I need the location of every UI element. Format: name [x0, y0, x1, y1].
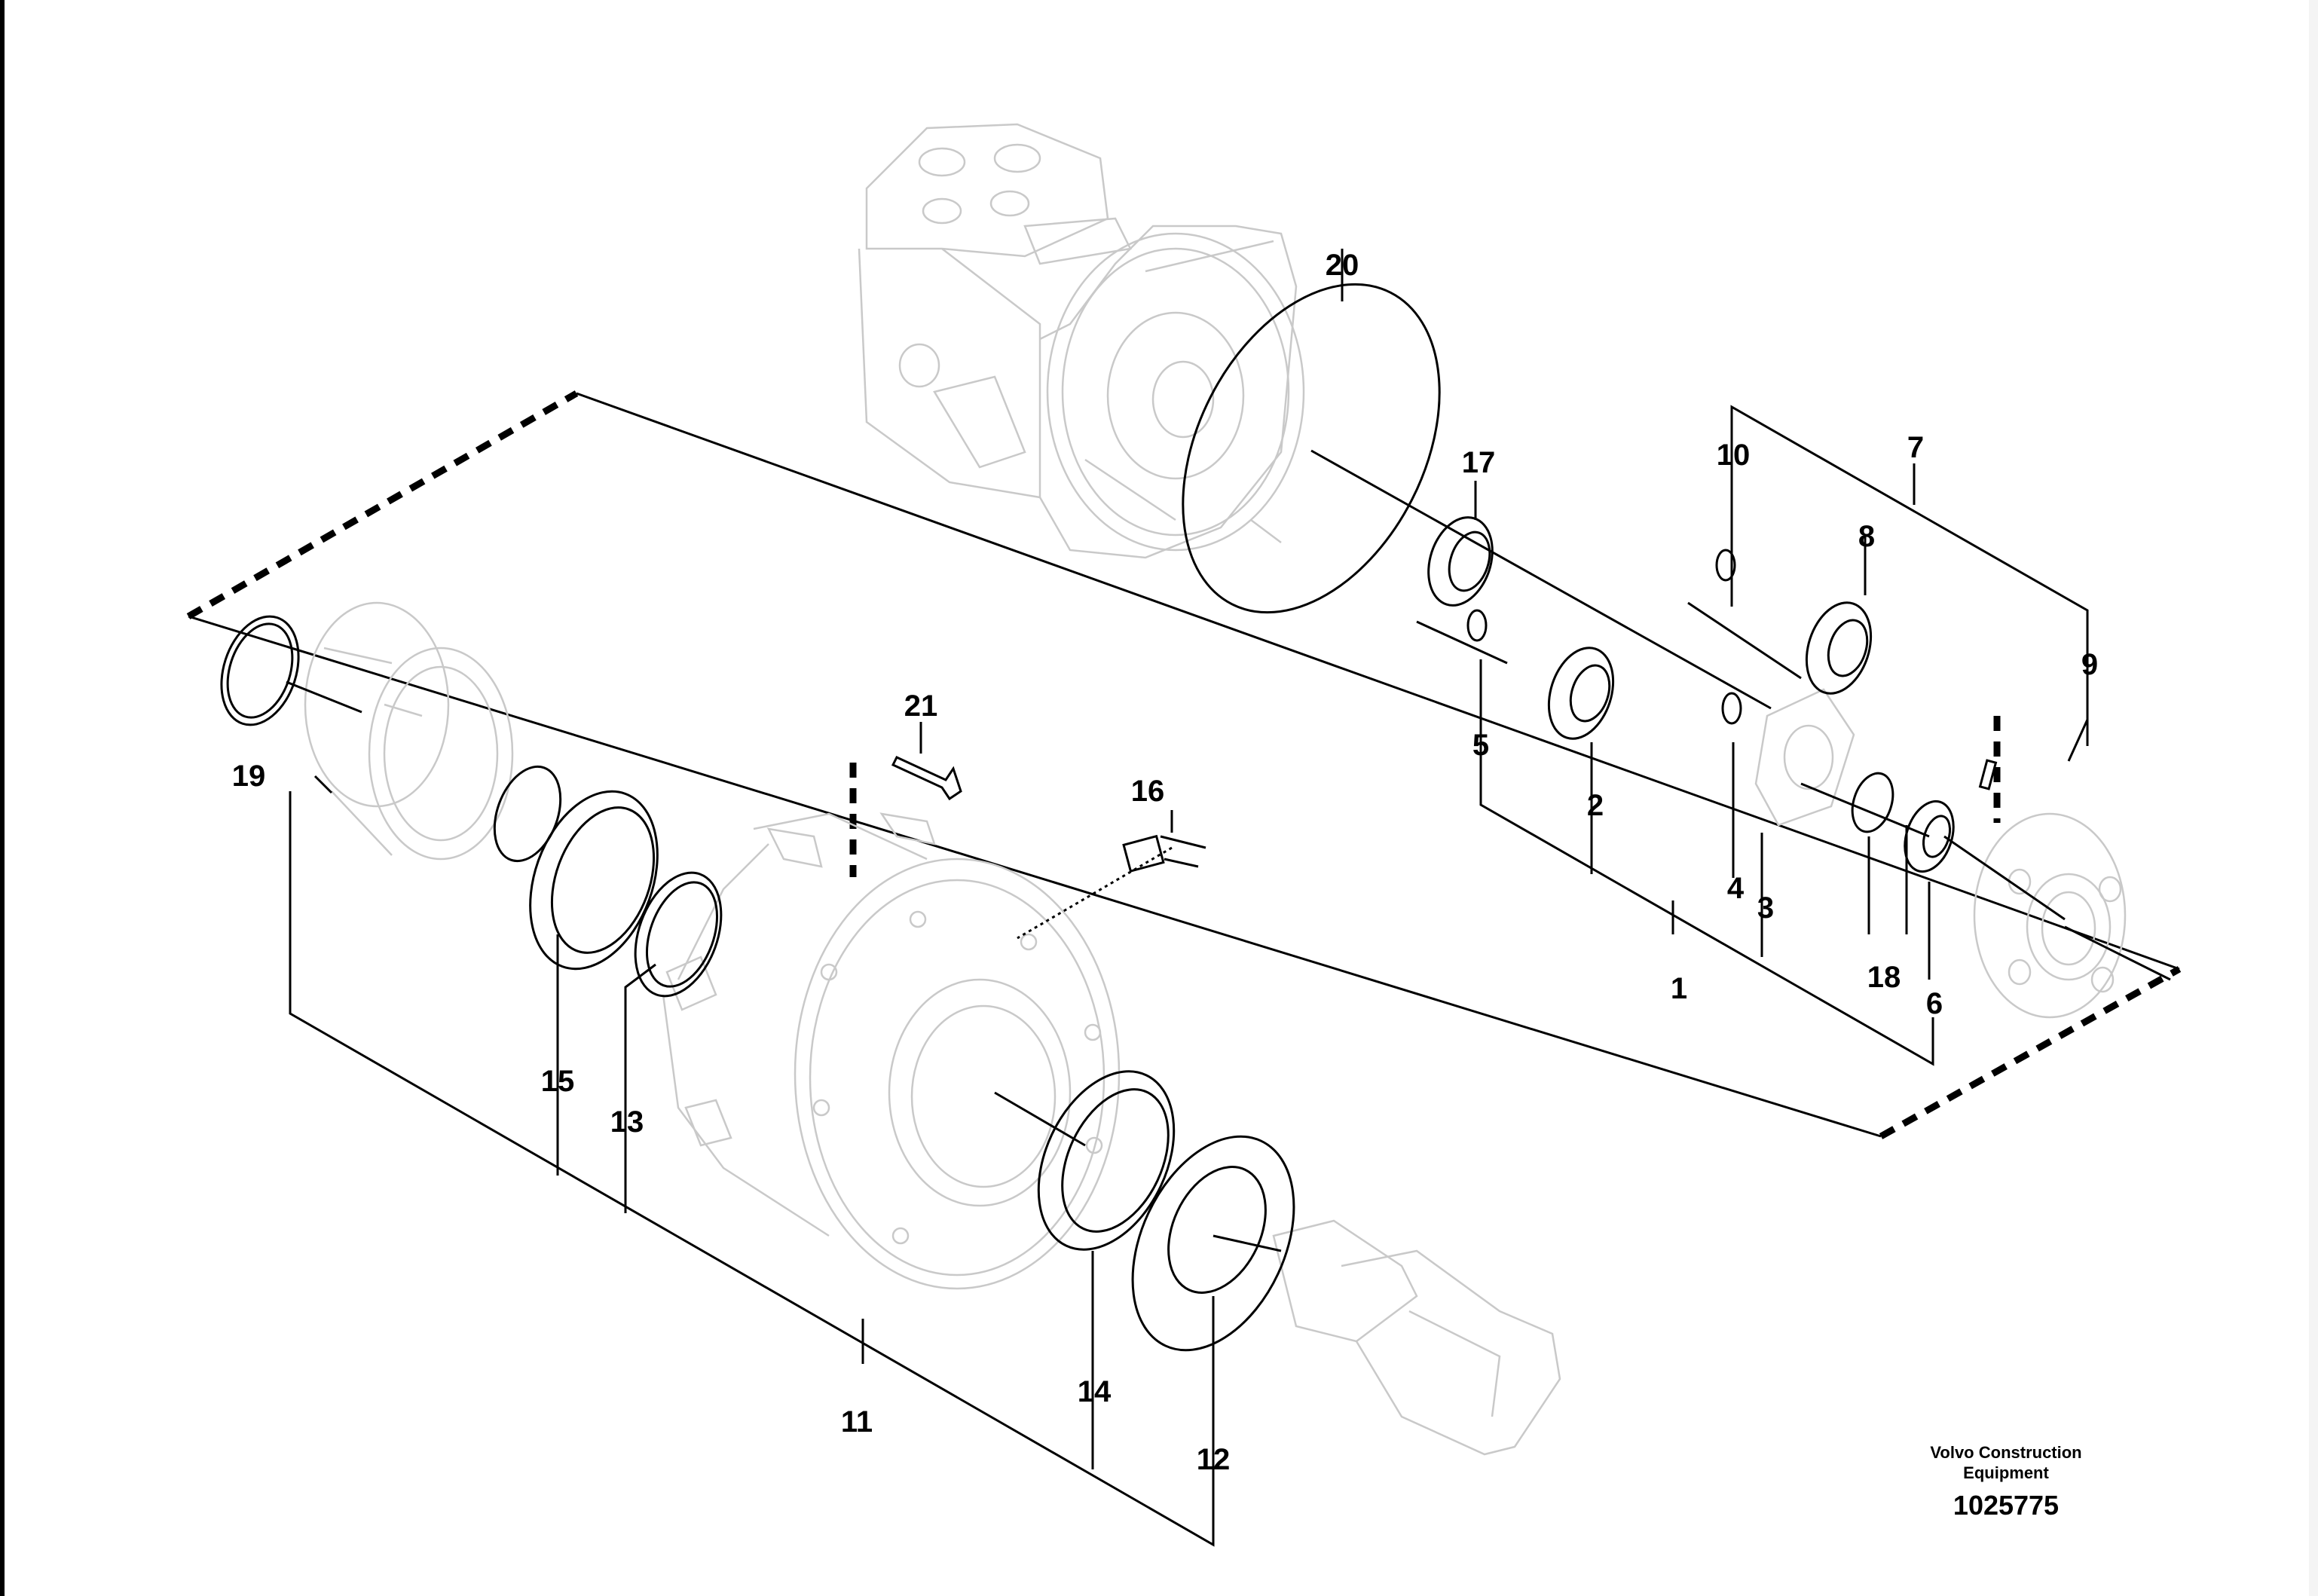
callout-10: 10	[1717, 439, 1751, 472]
callout-14: 14	[1078, 1375, 1112, 1408]
callout-7: 7	[1907, 431, 1924, 464]
callout-16: 16	[1131, 775, 1165, 808]
callout-20: 20	[1326, 249, 1359, 282]
drawing-number: 1025775	[1953, 1490, 2059, 1521]
gear-8	[1805, 601, 1873, 695]
callout-1: 1	[1671, 972, 1687, 1005]
retainer-13	[634, 871, 723, 998]
snap-ring-19	[220, 615, 300, 726]
bolt-21	[891, 756, 962, 801]
callout-12: 12	[1197, 1443, 1231, 1476]
pin-9	[1978, 759, 1998, 790]
callout-13: 13	[610, 1105, 644, 1139]
clip-10	[1715, 549, 1736, 582]
callout-5: 5	[1472, 729, 1489, 762]
callout-19: 19	[232, 760, 266, 793]
gear-17	[1427, 516, 1494, 607]
axis-lines	[286, 449, 2171, 1252]
clip-5	[1466, 609, 1488, 642]
credit-line-2: Equipment	[1963, 1463, 2049, 1482]
credit-block: Volvo Construction Equipment 1025775	[1930, 1443, 2081, 1521]
bearing-14	[1037, 1070, 1176, 1251]
callout-9: 9	[2081, 648, 2098, 681]
callout-4: 4	[1727, 872, 1745, 905]
dashed-group-outline	[186, 390, 2182, 1139]
pin-19	[313, 775, 333, 794]
right-border	[2309, 0, 2318, 1596]
ring-18	[1851, 772, 1894, 833]
callout-21: 21	[904, 689, 938, 723]
callout-6: 6	[1926, 987, 1943, 1020]
callout-2: 2	[1587, 789, 1604, 822]
swing-housing	[662, 812, 1121, 1290]
spacer-ring	[493, 765, 562, 863]
pinion-shaft	[1272, 1219, 1561, 1456]
callout-11: 11	[841, 1405, 873, 1439]
sensor-16	[1122, 834, 1206, 873]
callout-18: 18	[1867, 961, 1901, 994]
callout-17: 17	[1462, 446, 1496, 479]
callout-8: 8	[1858, 520, 1875, 553]
left-border	[0, 0, 5, 1596]
hydraulic-motor	[858, 123, 1305, 559]
o-ring-20	[1182, 283, 1441, 614]
spider-plate	[1754, 688, 1855, 827]
seal-12	[1131, 1135, 1295, 1352]
gear-2	[1547, 647, 1615, 740]
credit-line-1: Volvo Construction	[1930, 1443, 2081, 1462]
callout-3: 3	[1757, 891, 1774, 925]
ring-gear	[304, 601, 514, 861]
bearing-15	[529, 790, 659, 971]
clip-4	[1721, 692, 1742, 725]
callouts: 1 2 3 4 5 6 7 8 9 10 11 12 13 14 15 16 1…	[232, 249, 2098, 1476]
planet-carrier	[1973, 812, 2127, 1019]
callout-15: 15	[541, 1065, 575, 1098]
leader-lines	[289, 249, 2089, 1547]
